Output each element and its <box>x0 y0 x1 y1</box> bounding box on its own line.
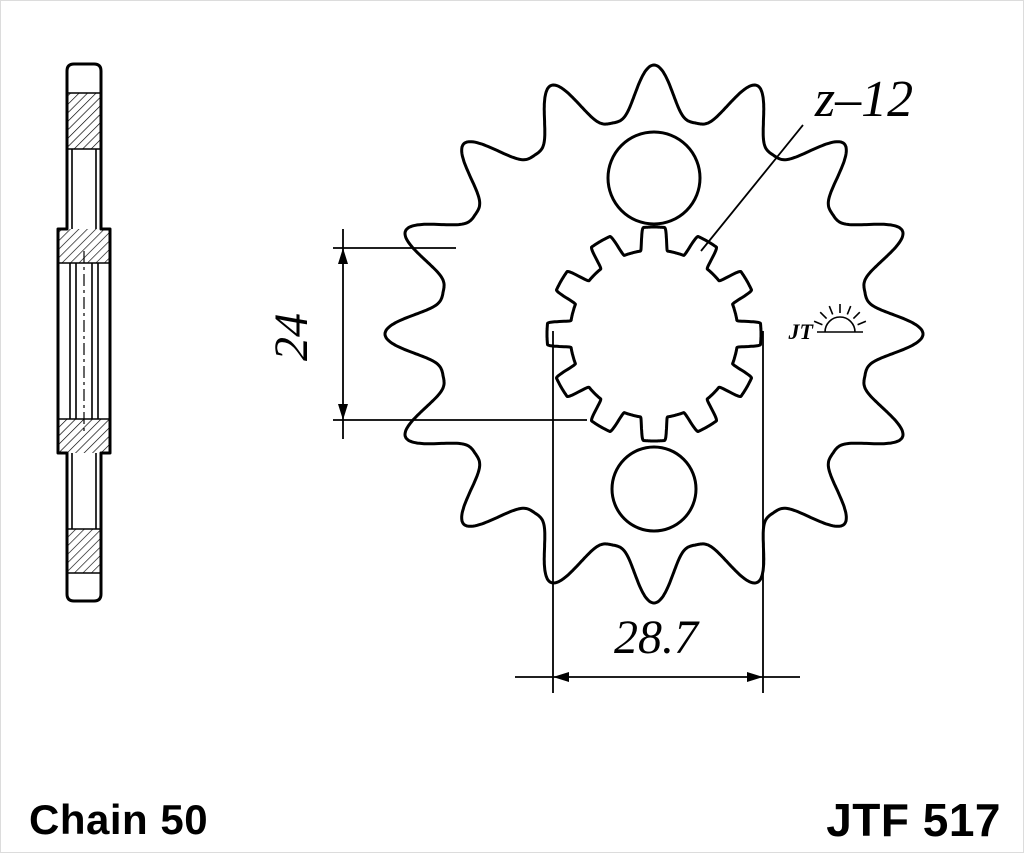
spline-bore-outline <box>545 225 763 443</box>
side-view-outline <box>56 62 112 603</box>
dim-287-arrow-right <box>747 672 763 682</box>
side-view <box>56 62 112 603</box>
lightening-hole-bottom <box>610 445 698 533</box>
chain-size-label: Chain 50 <box>29 796 209 843</box>
callout-leader-line <box>700 124 804 252</box>
jt-logo-text: JT <box>788 319 815 344</box>
teeth-count-callout: z–12 <box>700 71 913 252</box>
hatch-bottom-tooth <box>67 529 101 573</box>
sun-icon <box>813 304 867 333</box>
jt-logo: JT <box>788 304 867 344</box>
dim-287-arrow-left <box>553 672 569 682</box>
dim-24-arrow-bottom <box>338 404 348 420</box>
front-view <box>383 63 925 605</box>
hatch-hub-bottom <box>58 419 110 453</box>
dimension-28-7: 28.7 <box>515 331 800 693</box>
hatch-top-tooth <box>67 93 101 149</box>
dim-24-label: 24 <box>265 313 318 361</box>
dimension-24: 24 <box>265 229 587 439</box>
side-view-bore-lines <box>69 149 99 529</box>
teeth-count-label: z–12 <box>814 71 913 128</box>
lightening-hole-top <box>606 130 702 226</box>
dim-24-arrow-top <box>338 248 348 264</box>
dim-287-label: 28.7 <box>614 611 700 664</box>
dim-287-extension-lines <box>552 331 764 693</box>
part-number-label: JTF 517 <box>826 794 1001 846</box>
dim-24-extension-lines <box>333 247 587 421</box>
